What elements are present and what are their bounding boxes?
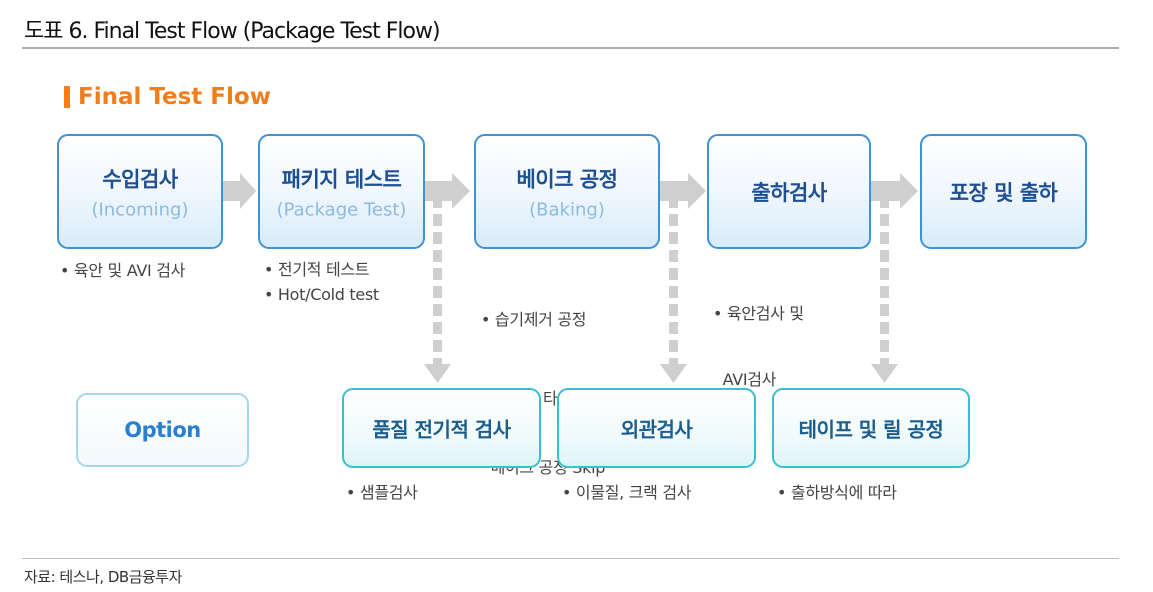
option-step-title: 품질 전기적 검사: [372, 417, 511, 442]
section-title: Final Test Flow: [78, 84, 271, 110]
step-note: • 육안 및 AVI 검사: [60, 258, 185, 283]
note-line: • 이물질, 크랙 검사: [562, 483, 692, 502]
step-title: 출하검사: [751, 180, 827, 205]
arrow-right: [223, 173, 256, 209]
step-shipping-inspection-box: 출하검사: [707, 134, 871, 249]
step-title: 수입검사: [102, 167, 178, 191]
step-title: 패키지 테스트: [281, 167, 402, 191]
step-title: 포장 및 출하: [949, 180, 1058, 205]
step-packing-shipping-box: 포장 및 출하: [920, 134, 1087, 249]
note-line: • 육안검사 및: [713, 304, 804, 323]
option-visual-inspection-box: 외관검사: [557, 388, 756, 468]
source-note: 자료: 테스나, DB금융투자: [24, 568, 182, 586]
note-line: • 전기적 테스트: [264, 260, 370, 279]
step-title: 베이크 공정: [516, 167, 618, 191]
option-step-title: 테이프 및 릴 공정: [798, 417, 944, 442]
step-package-test-box: 패키지 테스트 (Package Test): [258, 134, 425, 249]
option-step-title: 외관검사: [620, 417, 693, 442]
step-subtitle: (Incoming): [91, 199, 189, 220]
note-line: • 습기제거 공정: [481, 310, 587, 329]
step-baking-box: 베이크 공정 (Baking): [474, 134, 660, 249]
note-line: AVI검사: [713, 370, 777, 389]
note-line: • 출하방식에 따라: [777, 483, 897, 502]
option-note: • 샘플검사: [346, 480, 418, 505]
option-label-box: Option: [76, 393, 249, 467]
option-note: • 출하방식에 따라: [777, 480, 897, 505]
step-note: • 전기적 테스트 • Hot/Cold test: [264, 257, 379, 307]
note-line: • 육안 및 AVI 검사: [60, 261, 186, 280]
note-line: • 샘플검사: [346, 483, 418, 502]
note-line: • Hot/Cold test: [264, 285, 379, 304]
step-subtitle: (Baking): [529, 199, 605, 220]
step-note: • 육안검사 및 AVI검사: [713, 259, 804, 413]
figure-title: 도표 6. Final Test Flow (Package Test Flow…: [24, 19, 441, 44]
section-accent-bar: [64, 86, 70, 108]
option-note: • 이물질, 크랙 검사: [562, 480, 692, 505]
arrow-right: [871, 173, 918, 209]
step-incoming-box: 수입검사 (Incoming): [57, 134, 223, 249]
option-tape-reel-box: 테이프 및 릴 공정: [772, 388, 970, 468]
arrow-right: [660, 173, 706, 209]
option-label: Option: [124, 418, 201, 442]
top-divider: [22, 47, 1119, 49]
option-electrical-inspection-box: 품질 전기적 검사: [342, 388, 541, 468]
bottom-divider: [22, 558, 1119, 559]
step-subtitle: (Package Test): [276, 199, 407, 220]
arrow-right: [425, 173, 470, 209]
